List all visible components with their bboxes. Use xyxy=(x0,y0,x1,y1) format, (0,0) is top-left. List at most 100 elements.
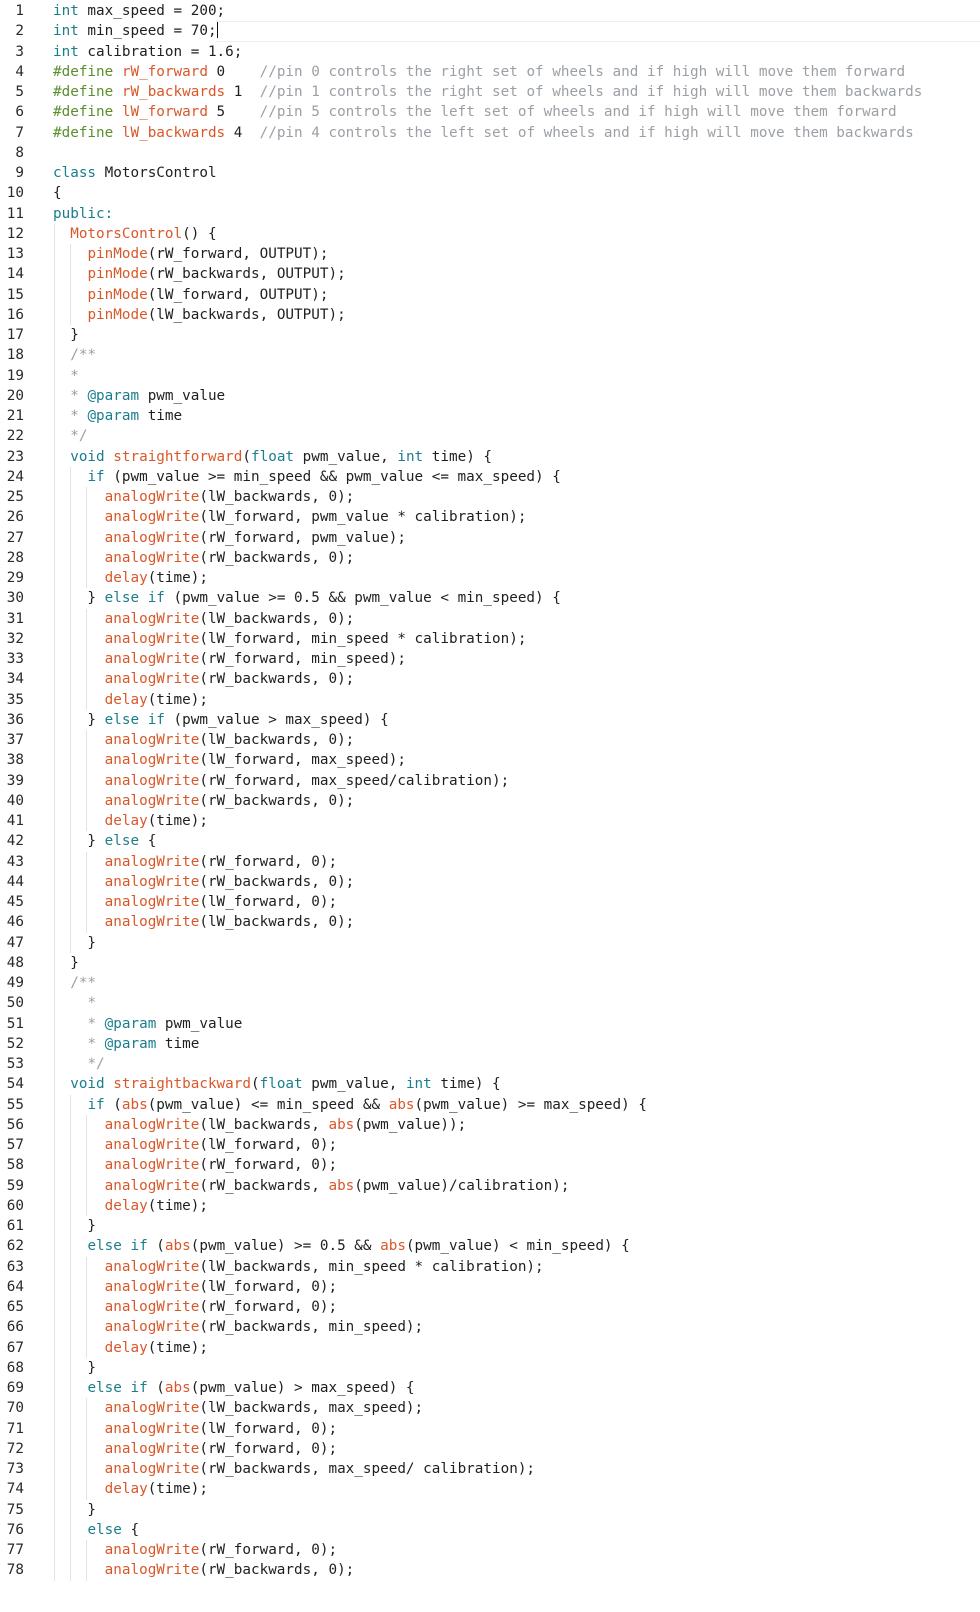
code-line[interactable]: 59 analogWrite(rW_backwards, abs(pwm_val… xyxy=(0,1176,980,1197)
code-line[interactable]: 57 analogWrite(lW_forward, 0); xyxy=(0,1135,980,1156)
code-line[interactable]: 25 analogWrite(lW_backwards, 0); xyxy=(0,487,980,508)
code-line[interactable]: 6#define lW_forward 5 //pin 5 controls t… xyxy=(0,102,980,123)
code-line[interactable]: 69 else if (abs(pwm_value) > max_speed) … xyxy=(0,1378,980,1399)
code-line[interactable]: 20 * @param pwm_value xyxy=(0,386,980,407)
code-line[interactable]: 30 } else if (pwm_value >= 0.5 && pwm_va… xyxy=(0,588,980,609)
line-number: 43 xyxy=(6,853,24,870)
line-number: 67 xyxy=(6,1339,24,1356)
code-line[interactable]: 46 analogWrite(lW_backwards, 0); xyxy=(0,912,980,933)
code-line[interactable]: 73 analogWrite(rW_backwards, max_speed/ … xyxy=(0,1459,980,1480)
code-token xyxy=(53,509,105,525)
indent-guide xyxy=(70,1094,72,1581)
code-text: } xyxy=(53,1358,96,1379)
code-line[interactable]: 41 delay(time); xyxy=(0,811,980,832)
code-line[interactable]: 4#define rW_forward 0 //pin 0 controls t… xyxy=(0,62,980,83)
code-line[interactable]: 31 analogWrite(lW_backwards, 0); xyxy=(0,609,980,630)
code-line[interactable]: 45 analogWrite(lW_forward, 0); xyxy=(0,892,980,913)
code-line[interactable]: 54 void straightbackward(float pwm_value… xyxy=(0,1074,980,1095)
code-line[interactable]: 18 /** xyxy=(0,345,980,366)
code-line[interactable]: 15 pinMode(lW_forward, OUTPUT); xyxy=(0,285,980,306)
code-token: (rW_backwards, 0); xyxy=(199,671,355,688)
code-line[interactable]: 40 analogWrite(rW_backwards, 0); xyxy=(0,791,980,812)
code-line[interactable]: 63 analogWrite(lW_backwards, min_speed *… xyxy=(0,1257,980,1278)
code-line[interactable]: 76 else { xyxy=(0,1520,980,1541)
code-line[interactable]: 38 analogWrite(lW_forward, max_speed); xyxy=(0,750,980,771)
code-token xyxy=(53,1198,105,1214)
code-line[interactable]: 36 } else if (pwm_value > max_speed) { xyxy=(0,710,980,731)
code-line[interactable]: 12 MotorsControl() { xyxy=(0,224,980,245)
code-line[interactable]: 56 analogWrite(lW_backwards, abs(pwm_val… xyxy=(0,1115,980,1136)
code-line[interactable]: 33 analogWrite(rW_forward, min_speed); xyxy=(0,649,980,670)
code-line[interactable]: 29 delay(time); xyxy=(0,568,980,589)
code-token: delay xyxy=(104,813,148,829)
code-token: analogWrite xyxy=(104,529,200,546)
code-line[interactable]: 49 /** xyxy=(0,973,980,994)
code-token: (pwm_value) >= 0.5 && xyxy=(190,1238,381,1255)
code-line[interactable]: 43 analogWrite(rW_forward, 0); xyxy=(0,852,980,873)
code-line[interactable]: 64 analogWrite(lW_forward, 0); xyxy=(0,1277,980,1298)
code-line[interactable]: 26 analogWrite(lW_forward, pwm_value * c… xyxy=(0,507,980,528)
code-line[interactable]: 65 analogWrite(rW_forward, 0); xyxy=(0,1297,980,1318)
code-line[interactable]: 39 analogWrite(rW_forward, max_speed/cal… xyxy=(0,771,980,792)
code-line[interactable]: 52 * @param time xyxy=(0,1034,980,1055)
code-token: int xyxy=(53,43,79,60)
code-line[interactable]: 62 else if (abs(pwm_value) >= 0.5 && abs… xyxy=(0,1236,980,1257)
code-line[interactable]: 14 pinMode(rW_backwards, OUTPUT); xyxy=(0,264,980,285)
code-line[interactable]: 27 analogWrite(rW_forward, pwm_value); xyxy=(0,528,980,549)
code-line[interactable]: 75 } xyxy=(0,1500,980,1521)
code-line[interactable]: 68 } xyxy=(0,1358,980,1379)
code-text: analogWrite(lW_forward, min_speed * cali… xyxy=(53,629,527,650)
code-line[interactable]: 44 analogWrite(rW_backwards, 0); xyxy=(0,872,980,893)
code-line[interactable]: 32 analogWrite(lW_forward, min_speed * c… xyxy=(0,629,980,650)
code-line[interactable]: 10{ xyxy=(0,183,980,204)
code-line[interactable]: 28 analogWrite(rW_backwards, 0); xyxy=(0,548,980,569)
code-line[interactable]: 21 * @param time xyxy=(0,406,980,427)
code-token: delay xyxy=(104,691,148,708)
code-line[interactable]: 55 if (abs(pwm_value) <= min_speed && ab… xyxy=(0,1095,980,1116)
code-line[interactable]: 22 */ xyxy=(0,426,980,447)
code-line[interactable]: 5#define rW_backwards 1 //pin 1 controls… xyxy=(0,82,980,103)
code-line[interactable]: 47 } xyxy=(0,933,980,954)
code-line[interactable]: 51 * @param pwm_value xyxy=(0,1014,980,1035)
code-line[interactable]: 74 delay(time); xyxy=(0,1479,980,1500)
code-line[interactable]: 60 delay(time); xyxy=(0,1196,980,1217)
code-text: analogWrite(rW_forward, pwm_value); xyxy=(53,528,406,549)
code-line[interactable]: 13 pinMode(rW_forward, OUTPUT); xyxy=(0,244,980,265)
code-line[interactable]: 71 analogWrite(lW_forward, 0); xyxy=(0,1419,980,1440)
code-line[interactable]: 48 } xyxy=(0,953,980,974)
code-line[interactable]: 16 pinMode(lW_backwards, OUTPUT); xyxy=(0,305,980,326)
code-line[interactable]: 61 } xyxy=(0,1216,980,1237)
code-text: int calibration = 1.6; xyxy=(53,42,242,63)
code-line[interactable]: 8 xyxy=(0,143,980,164)
code-line[interactable]: 50 * xyxy=(0,993,980,1014)
code-line[interactable]: 78 analogWrite(rW_backwards, 0); xyxy=(0,1560,980,1581)
code-line[interactable]: 42 } else { xyxy=(0,831,980,852)
code-line[interactable]: 35 delay(time); xyxy=(0,690,980,711)
code-text: pinMode(lW_forward, OUTPUT); xyxy=(53,285,328,306)
code-line[interactable]: 53 */ xyxy=(0,1054,980,1075)
code-line[interactable]: 19 * xyxy=(0,366,980,387)
code-token: analogWrite xyxy=(104,894,200,910)
code-line[interactable]: 72 analogWrite(rW_forward, 0); xyxy=(0,1439,980,1460)
code-line[interactable]: 34 analogWrite(rW_backwards, 0); xyxy=(0,669,980,690)
code-line[interactable]: 66 analogWrite(rW_backwards, min_speed); xyxy=(0,1317,980,1338)
code-token: (rW_backwards, 0); xyxy=(199,873,355,890)
code-line[interactable]: 23 void straightforward(float pwm_value,… xyxy=(0,447,980,468)
line-number: 48 xyxy=(6,954,24,971)
code-line[interactable]: 67 delay(time); xyxy=(0,1338,980,1359)
code-token: { xyxy=(139,833,157,850)
code-line[interactable]: 24 if (pwm_value >= min_speed && pwm_val… xyxy=(0,467,980,488)
code-line[interactable]: 37 analogWrite(lW_backwards, 0); xyxy=(0,730,980,751)
code-line[interactable]: 7#define lW_backwards 4 //pin 4 controls… xyxy=(0,123,980,144)
code-line[interactable]: 70 analogWrite(lW_backwards, max_speed); xyxy=(0,1398,980,1419)
code-line[interactable]: 58 analogWrite(rW_forward, 0); xyxy=(0,1155,980,1176)
code-line[interactable]: 77 analogWrite(rW_forward, 0); xyxy=(0,1540,980,1561)
code-text: delay(time); xyxy=(53,690,208,711)
code-line[interactable]: 17 } xyxy=(0,325,980,346)
